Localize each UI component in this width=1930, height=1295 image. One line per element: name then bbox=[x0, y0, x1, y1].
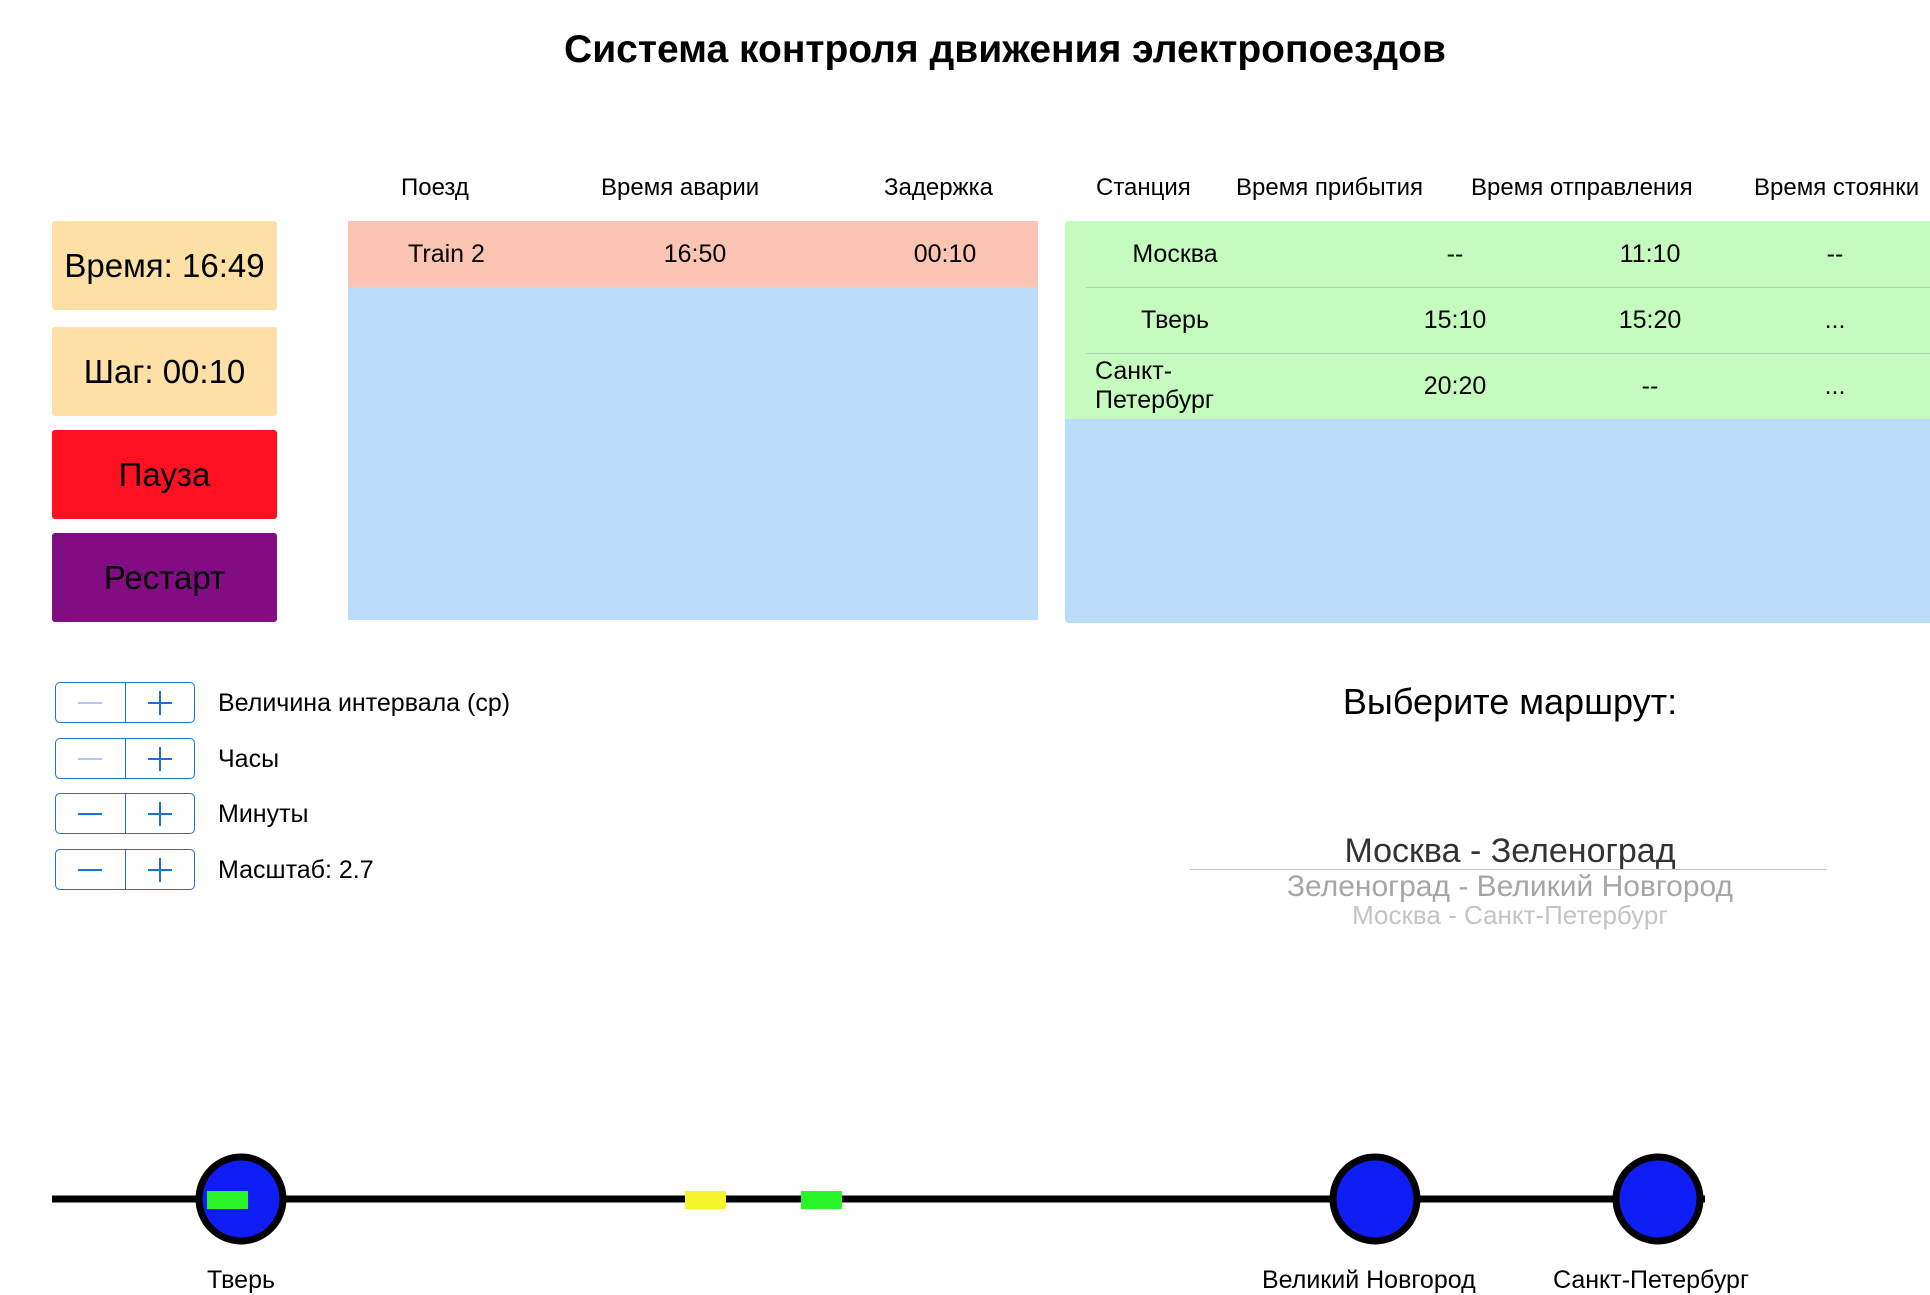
row-divider bbox=[1086, 287, 1930, 288]
incident-header-delay: Задержка bbox=[884, 174, 993, 201]
station-label-saint-petersburg: Санкт-Петербург bbox=[1553, 1266, 1750, 1294]
minus-icon bbox=[78, 701, 103, 704]
hours-increment-button[interactable] bbox=[126, 739, 195, 778]
schedule-station-cell: Москва bbox=[1132, 239, 1218, 268]
schedule-header-departure: Время отправления bbox=[1471, 174, 1693, 201]
route-option-selected[interactable]: Москва - Зеленоград bbox=[1344, 832, 1676, 870]
step-display: Шаг: 00:10 bbox=[52, 327, 277, 416]
schedule-header-stop: Время стоянки bbox=[1754, 174, 1920, 201]
station-veliky-novgorod-node[interactable] bbox=[1329, 1153, 1421, 1245]
interval-stepper bbox=[55, 682, 195, 723]
schedule-stop-cell: ... bbox=[1824, 371, 1846, 400]
minutes-stepper bbox=[55, 793, 195, 834]
schedule-rows: Москва -- 11:10 -- Тверь 15:10 15:20 ...… bbox=[1065, 221, 1930, 419]
schedule-row[interactable]: Москва -- 11:10 -- bbox=[1065, 221, 1930, 287]
route-picker[interactable]: Москва - Зеленоград Зеленоград - Великий… bbox=[1190, 820, 1830, 930]
interval-label: Величина интервала (ср) bbox=[218, 689, 511, 717]
schedule-header-station: Станция bbox=[1096, 174, 1191, 201]
schedule-station-cell: Тверь bbox=[1140, 305, 1209, 334]
schedule-table: Москва -- 11:10 -- Тверь 15:10 15:20 ...… bbox=[1065, 221, 1930, 623]
current-time-display: Время: 16:49 bbox=[52, 221, 277, 310]
schedule-stop-cell: ... bbox=[1824, 305, 1846, 334]
interval-increment-button[interactable] bbox=[126, 683, 195, 722]
incident-header-train: Поезд bbox=[401, 174, 469, 201]
scale-stepper bbox=[55, 849, 195, 890]
schedule-departure-cell: 11:10 bbox=[1619, 239, 1681, 268]
schedule-stop-cell: -- bbox=[1826, 239, 1844, 268]
schedule-row[interactable]: Санкт-Петербург 20:20 -- ... bbox=[1065, 353, 1930, 419]
hours-stepper bbox=[55, 738, 195, 779]
route-prompt: Выберите маршрут: bbox=[1342, 681, 1678, 722]
minutes-increment-button[interactable] bbox=[126, 794, 195, 833]
incident-header-time: Время аварии bbox=[601, 174, 760, 201]
schedule-station-cell: Санкт-Петербург bbox=[1095, 357, 1215, 414]
scale-label: Масштаб: 2.7 bbox=[218, 856, 374, 884]
hours-decrement-button[interactable] bbox=[56, 739, 126, 778]
incident-time-cell: 16:50 bbox=[663, 239, 727, 268]
station-label-tver: Тверь bbox=[207, 1266, 276, 1294]
incident-row[interactable]: Train 2 16:50 00:10 bbox=[348, 221, 1038, 287]
picker-divider bbox=[1190, 869, 1827, 870]
step-label: Шаг: 00:10 bbox=[83, 352, 246, 390]
pause-button-label: Пауза bbox=[118, 455, 211, 493]
minus-icon bbox=[78, 812, 103, 815]
page-title: Система контроля движения электропоездов bbox=[564, 28, 1446, 71]
scale-decrement-button[interactable] bbox=[56, 850, 126, 889]
restart-button-label: Рестарт bbox=[103, 558, 226, 596]
schedule-departure-cell: 15:20 bbox=[1618, 305, 1682, 334]
minutes-decrement-button[interactable] bbox=[56, 794, 126, 833]
schedule-header-arrival: Время прибытия bbox=[1236, 174, 1424, 201]
incident-train-cell: Train 2 bbox=[408, 239, 485, 268]
train-marker[interactable] bbox=[801, 1191, 842, 1209]
row-divider bbox=[1086, 353, 1930, 354]
schedule-arrival-cell: 20:20 bbox=[1423, 371, 1487, 400]
minus-icon bbox=[78, 868, 103, 871]
station-label-veliky-novgorod: Великий Новгород bbox=[1262, 1266, 1476, 1294]
current-time-label: Время: 16:49 bbox=[64, 246, 265, 284]
schedule-row[interactable]: Тверь 15:10 15:20 ... bbox=[1065, 287, 1930, 353]
train-marker[interactable] bbox=[685, 1191, 726, 1209]
incident-delay-cell: 00:10 bbox=[913, 239, 977, 268]
train-marker[interactable] bbox=[207, 1191, 248, 1209]
route-option[interactable]: Зеленоград - Великий Новгород bbox=[1286, 870, 1734, 903]
minutes-label: Минуты bbox=[218, 800, 309, 828]
route-option[interactable]: Москва - Санкт-Петербург bbox=[1352, 900, 1668, 930]
interval-decrement-button[interactable] bbox=[56, 683, 126, 722]
pause-button[interactable]: Пауза bbox=[52, 430, 277, 519]
incident-table: Train 2 16:50 00:10 bbox=[348, 221, 1038, 620]
schedule-departure-cell: -- bbox=[1641, 371, 1659, 400]
scale-increment-button[interactable] bbox=[126, 850, 195, 889]
restart-button[interactable]: Рестарт bbox=[52, 533, 277, 622]
station-saint-petersburg-node[interactable] bbox=[1612, 1153, 1704, 1245]
schedule-arrival-cell: -- bbox=[1446, 239, 1464, 268]
minus-icon bbox=[78, 757, 103, 760]
schedule-arrival-cell: 15:10 bbox=[1423, 305, 1487, 334]
hours-label: Часы bbox=[218, 745, 280, 773]
